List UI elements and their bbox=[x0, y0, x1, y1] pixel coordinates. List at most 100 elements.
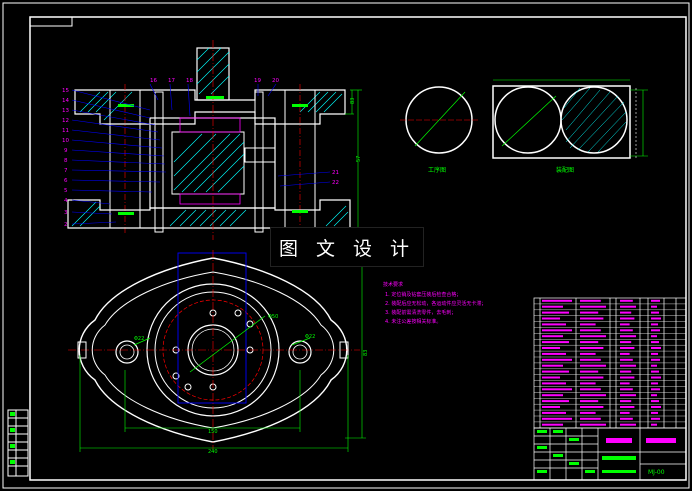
balloon-17: 17 bbox=[168, 78, 175, 84]
bom-cell-mark bbox=[580, 335, 606, 338]
bom-cell-mark bbox=[542, 329, 572, 332]
bom-cell-mark bbox=[542, 305, 563, 308]
bore-dim: Φ50 bbox=[268, 314, 278, 320]
bom-cell-mark bbox=[651, 358, 660, 361]
bom-cell-mark bbox=[580, 400, 599, 403]
watermark: 图 文 设 计 bbox=[270, 227, 424, 267]
bom-cell-mark bbox=[542, 358, 572, 361]
bom-cell-mark bbox=[651, 364, 657, 367]
bom-cell-mark bbox=[542, 370, 569, 373]
bom-cell-mark bbox=[651, 299, 660, 302]
bom-cell-mark bbox=[542, 299, 572, 302]
base-width-dim: 150 bbox=[208, 429, 218, 435]
bom-cell-mark bbox=[651, 329, 660, 332]
bom-cell-mark bbox=[542, 417, 572, 420]
bom-cell-mark bbox=[651, 347, 661, 349]
bom-cell-mark bbox=[620, 311, 632, 314]
balloon-labels: 15 14 13 12 11 10 9 8 7 6 5 4 3 2 16 17 … bbox=[62, 78, 339, 228]
bom-cell-mark bbox=[651, 370, 659, 373]
bom-cell-mark bbox=[620, 411, 630, 414]
balloon-22: 22 bbox=[332, 180, 339, 186]
bom-cell-mark bbox=[580, 411, 596, 414]
bom-cell-mark bbox=[620, 317, 635, 320]
bom-cell-mark bbox=[580, 417, 601, 420]
bom-cell-mark bbox=[542, 376, 560, 379]
bom-cell-mark bbox=[620, 417, 633, 420]
balloon-14: 14 bbox=[62, 98, 69, 104]
bom-cell-mark bbox=[542, 423, 563, 426]
bom-cell-mark bbox=[620, 341, 632, 344]
main-width-dim: 240 bbox=[208, 449, 218, 455]
bom-cell-mark bbox=[580, 388, 601, 391]
technical-notes: 技术要求 1. 定位销及钻套压装后检查合格； 2. 装配后应无松动，各运动件应灵… bbox=[383, 281, 486, 325]
bom-cell-mark bbox=[580, 329, 601, 332]
workpiece-view-b bbox=[492, 79, 648, 159]
balloon-4: 4 bbox=[64, 198, 68, 204]
balloon-5: 5 bbox=[64, 188, 68, 194]
bom-cell-mark bbox=[580, 299, 601, 302]
bom-cell-mark bbox=[651, 382, 658, 385]
title-block bbox=[533, 427, 687, 481]
plan-height-dim: 83 bbox=[363, 350, 369, 356]
balloon-9: 9 bbox=[64, 148, 68, 154]
bom-cell-mark bbox=[620, 323, 630, 326]
bom-cell-mark bbox=[651, 417, 660, 420]
note-line-3: 3. 装配前需清洗零件，去毛刺； bbox=[385, 309, 456, 316]
balloon-2: 2 bbox=[64, 222, 68, 228]
bom-cell-mark bbox=[542, 335, 563, 338]
bom-cell-mark bbox=[651, 394, 657, 397]
front-section-view bbox=[67, 40, 351, 240]
bom-cell-mark bbox=[542, 394, 563, 397]
bom-cell-mark bbox=[580, 323, 596, 326]
bom-cell-mark bbox=[620, 358, 633, 361]
bom-cell-mark bbox=[651, 388, 660, 391]
bom-cell-mark bbox=[580, 364, 606, 367]
view-a-label: 工序图 bbox=[428, 166, 446, 174]
bom-cell-mark bbox=[580, 347, 604, 349]
hole-dim-left: Φ22 bbox=[134, 336, 144, 342]
bom-cell-mark bbox=[620, 299, 633, 302]
workpiece-view-a bbox=[400, 86, 478, 154]
title-cell-marks bbox=[537, 430, 636, 473]
binding-column bbox=[7, 409, 29, 477]
bom-cell-mark bbox=[620, 394, 636, 397]
bom-cell-mark bbox=[651, 311, 659, 314]
bom-cell-mark bbox=[542, 406, 560, 408]
hole-dim-right: Φ22 bbox=[305, 334, 315, 340]
balloon-15: 15 bbox=[62, 88, 69, 94]
balloon-3: 3 bbox=[64, 210, 68, 216]
bom-cell-mark bbox=[580, 376, 604, 379]
bom-cell-mark bbox=[542, 400, 569, 403]
bom-cell-mark bbox=[580, 305, 606, 308]
bom-cell-mark bbox=[542, 311, 569, 314]
bom-cell-mark bbox=[580, 358, 601, 361]
bom-cell-mark bbox=[651, 305, 657, 308]
bom-cell-mark bbox=[620, 329, 633, 332]
bom-cell-mark bbox=[542, 323, 566, 326]
bom-cell-mark bbox=[542, 411, 566, 414]
view-b-label: 装配图 bbox=[556, 166, 574, 174]
note-line-4: 4. 未注公差按相关标准。 bbox=[385, 318, 441, 325]
balloon-13: 13 bbox=[62, 108, 69, 114]
bom-cell-mark bbox=[580, 311, 599, 314]
bom-cell-mark bbox=[651, 317, 661, 320]
inner-frame bbox=[29, 16, 687, 481]
bom-rows bbox=[534, 299, 686, 428]
bom-cell-mark bbox=[542, 341, 569, 344]
title-accent-1 bbox=[606, 438, 632, 443]
bom-cell-mark bbox=[620, 305, 636, 308]
bom-cell-mark bbox=[580, 341, 599, 344]
note-line-2: 2. 装配后应无松动，各运动件应灵活无卡滞； bbox=[385, 300, 486, 307]
balloon-20: 20 bbox=[272, 78, 279, 84]
bom-cell-mark bbox=[542, 317, 560, 320]
bom-cell-mark bbox=[580, 423, 606, 426]
bom-cell-mark bbox=[620, 352, 630, 355]
bom-cell-mark bbox=[651, 335, 657, 338]
balloon-8: 8 bbox=[64, 158, 68, 164]
balloon-7: 7 bbox=[64, 168, 68, 174]
note-line-1: 1. 定位销及钻套压装后检查合格； bbox=[385, 291, 461, 298]
bom-cell-mark bbox=[620, 406, 635, 408]
bom-cell-mark bbox=[620, 376, 635, 379]
bom-cell-mark bbox=[651, 341, 659, 344]
bom-cell-mark bbox=[580, 317, 604, 320]
